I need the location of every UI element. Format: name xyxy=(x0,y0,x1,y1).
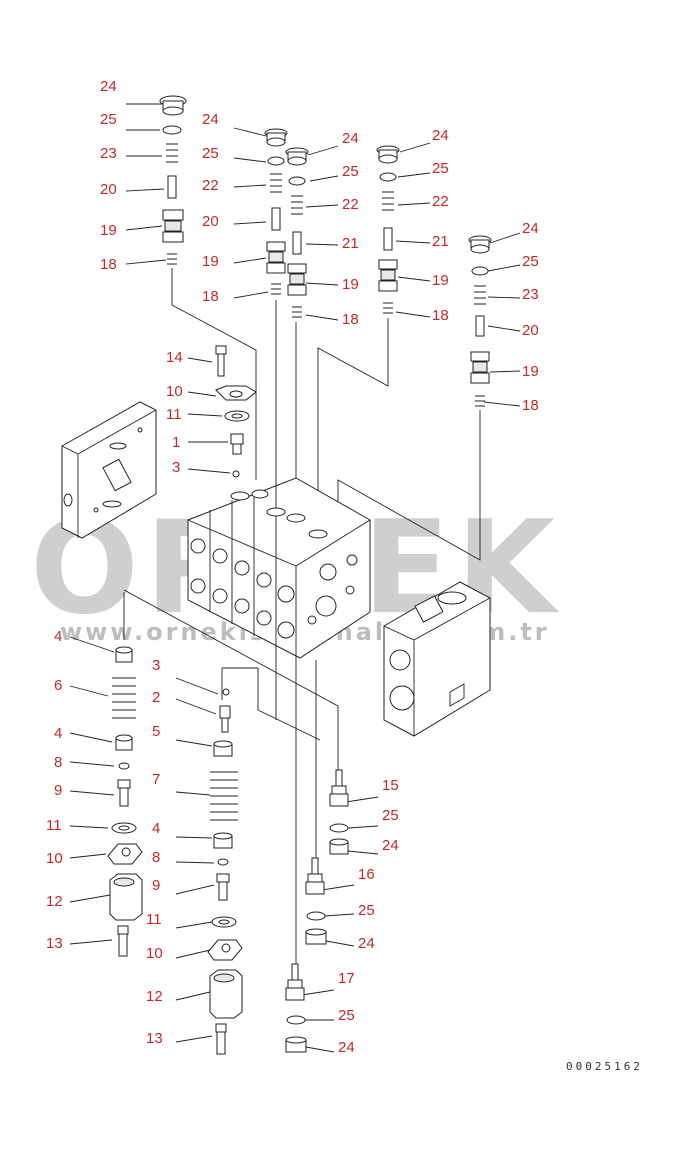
callout-3: 3 xyxy=(172,459,180,476)
callout-18: 18 xyxy=(522,397,539,414)
callout-24: 24 xyxy=(522,220,539,237)
callout-25: 25 xyxy=(338,1007,355,1024)
callout-24: 24 xyxy=(338,1039,355,1056)
callout-13: 13 xyxy=(46,935,63,952)
callout-19: 19 xyxy=(342,276,359,293)
callout-15: 15 xyxy=(382,777,399,794)
callout-8: 8 xyxy=(54,754,62,771)
callout-2: 2 xyxy=(152,689,160,706)
callout-25: 25 xyxy=(100,111,117,128)
callout-21: 21 xyxy=(432,233,449,250)
callout-14: 14 xyxy=(166,349,183,366)
control-valve-body xyxy=(187,477,371,659)
callout-11: 11 xyxy=(46,817,62,834)
callout-12: 12 xyxy=(46,893,63,910)
callout-25: 25 xyxy=(342,163,359,180)
callout-25: 25 xyxy=(522,253,539,270)
callout-10: 10 xyxy=(166,383,183,400)
callout-6: 6 xyxy=(54,677,62,694)
callout-24: 24 xyxy=(342,130,359,147)
callout-16: 16 xyxy=(358,866,375,883)
callout-24: 24 xyxy=(358,935,375,952)
callout-22: 22 xyxy=(432,193,449,210)
spool-stack-3 xyxy=(285,147,309,318)
callout-24: 24 xyxy=(382,837,399,854)
callout-11: 11 xyxy=(146,911,162,928)
lower-middle-stack xyxy=(207,688,243,1055)
callout-25: 25 xyxy=(358,902,375,919)
callout-7: 7 xyxy=(152,771,160,788)
callout-18: 18 xyxy=(342,311,359,328)
callout-25: 25 xyxy=(202,145,219,162)
callout-3: 3 xyxy=(152,657,160,674)
callout-19: 19 xyxy=(100,222,117,239)
callout-23: 23 xyxy=(100,145,117,162)
callout-4: 4 xyxy=(54,628,62,645)
callout-19: 19 xyxy=(522,363,539,380)
callout-5: 5 xyxy=(152,723,160,740)
spool-stack-2 xyxy=(264,128,288,295)
callout-22: 22 xyxy=(202,177,219,194)
left-end-cover xyxy=(61,401,157,539)
right-end-cover xyxy=(383,581,491,737)
callout-24: 24 xyxy=(202,111,219,128)
callout-22: 22 xyxy=(342,196,359,213)
drawing-code: 00025162 xyxy=(566,1060,643,1073)
callout-24: 24 xyxy=(100,78,117,95)
callout-20: 20 xyxy=(100,181,117,198)
lower-left-stack xyxy=(107,646,143,957)
callout-24: 24 xyxy=(432,127,449,144)
callout-20: 20 xyxy=(522,322,539,339)
callout-20: 20 xyxy=(202,213,219,230)
lower-right-plugs xyxy=(285,769,349,1053)
callout-25: 25 xyxy=(432,160,449,177)
callout-4: 4 xyxy=(152,820,160,837)
spool-stack-4 xyxy=(376,145,400,314)
callout-23: 23 xyxy=(522,286,539,303)
callout-11: 11 xyxy=(166,406,182,423)
callout-18: 18 xyxy=(202,288,219,305)
spool-stack-1 xyxy=(159,95,187,265)
callout-4: 4 xyxy=(54,725,62,742)
callout-10: 10 xyxy=(46,850,63,867)
callout-labels: 24 25 23 20 19 18 24 25 22 20 19 18 24 2… xyxy=(46,78,539,1056)
callout-12: 12 xyxy=(146,988,163,1005)
callout-8: 8 xyxy=(152,849,160,866)
callout-17: 17 xyxy=(338,970,355,987)
callout-9: 9 xyxy=(54,782,62,799)
callout-19: 19 xyxy=(202,253,219,270)
callout-19: 19 xyxy=(432,272,449,289)
relief-valve-parts xyxy=(215,345,257,478)
callout-10: 10 xyxy=(146,945,163,962)
callout-18: 18 xyxy=(100,256,117,273)
callout-1: 1 xyxy=(172,434,180,451)
spool-stack-5 xyxy=(468,235,492,407)
callout-13: 13 xyxy=(146,1030,163,1047)
callout-25: 25 xyxy=(382,807,399,824)
callout-9: 9 xyxy=(152,877,160,894)
callout-18: 18 xyxy=(432,307,449,324)
callout-21: 21 xyxy=(342,235,359,252)
